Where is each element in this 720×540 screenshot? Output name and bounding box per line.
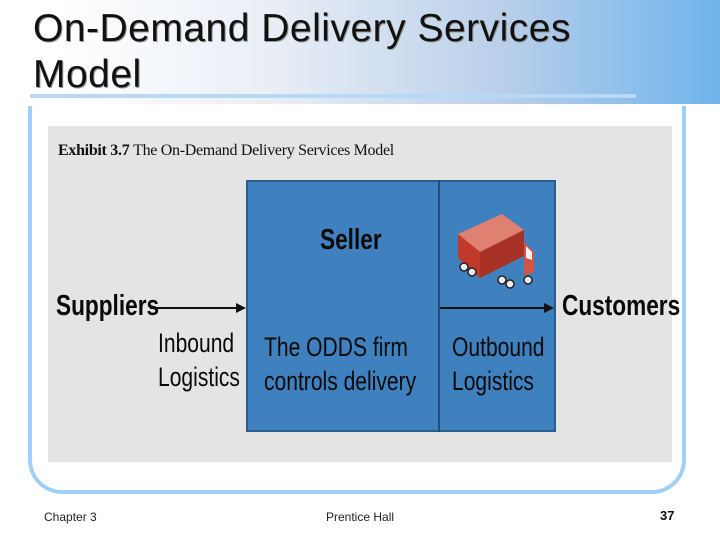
firm-line-2: controls delivery [264,366,417,396]
content-frame [28,106,686,494]
inbound-arrow [150,307,238,309]
outbound-line-1: Outbound [452,332,545,362]
title-line-2: Model [33,53,142,96]
title-line-1: On-Demand Delivery Services [33,7,572,50]
exhibit-title: Exhibit 3.7 The On-Demand Delivery Servi… [58,142,394,160]
inbound-logistics-label: Inbound Logistics [158,326,240,394]
outbound-line-2: Logistics [452,366,534,396]
outbound-logistics-label: Outbound Logistics [452,330,545,398]
outbound-divider [438,180,440,432]
outbound-arrow-head [544,303,554,313]
inbound-arrow-head [236,303,246,313]
outbound-arrow [440,307,546,309]
inbound-line-2: Logistics [158,362,240,392]
slide-title: On-Demand Delivery Services Model [33,6,653,98]
customers-label: Customers [562,290,681,322]
page-number: 37 [660,508,675,523]
exhibit-caption: The On-Demand Delivery Services Model [133,142,394,159]
suppliers-label: Suppliers [56,290,160,322]
exhibit-figure: Exhibit 3.7 The On-Demand Delivery Servi… [48,126,680,462]
seller-label: Seller [320,224,382,256]
footer-chapter: Chapter 3 [44,510,97,524]
odds-firm-label: The ODDS firm controls delivery [264,330,416,398]
exhibit-number: Exhibit 3.7 [58,142,130,159]
title-band [0,0,720,104]
title-underline [30,94,636,98]
delivery-truck-icon [458,214,534,289]
footer-publisher: Prentice Hall [326,510,395,524]
inbound-line-1: Inbound [158,328,235,358]
firm-line-1: The ODDS firm [264,332,408,362]
